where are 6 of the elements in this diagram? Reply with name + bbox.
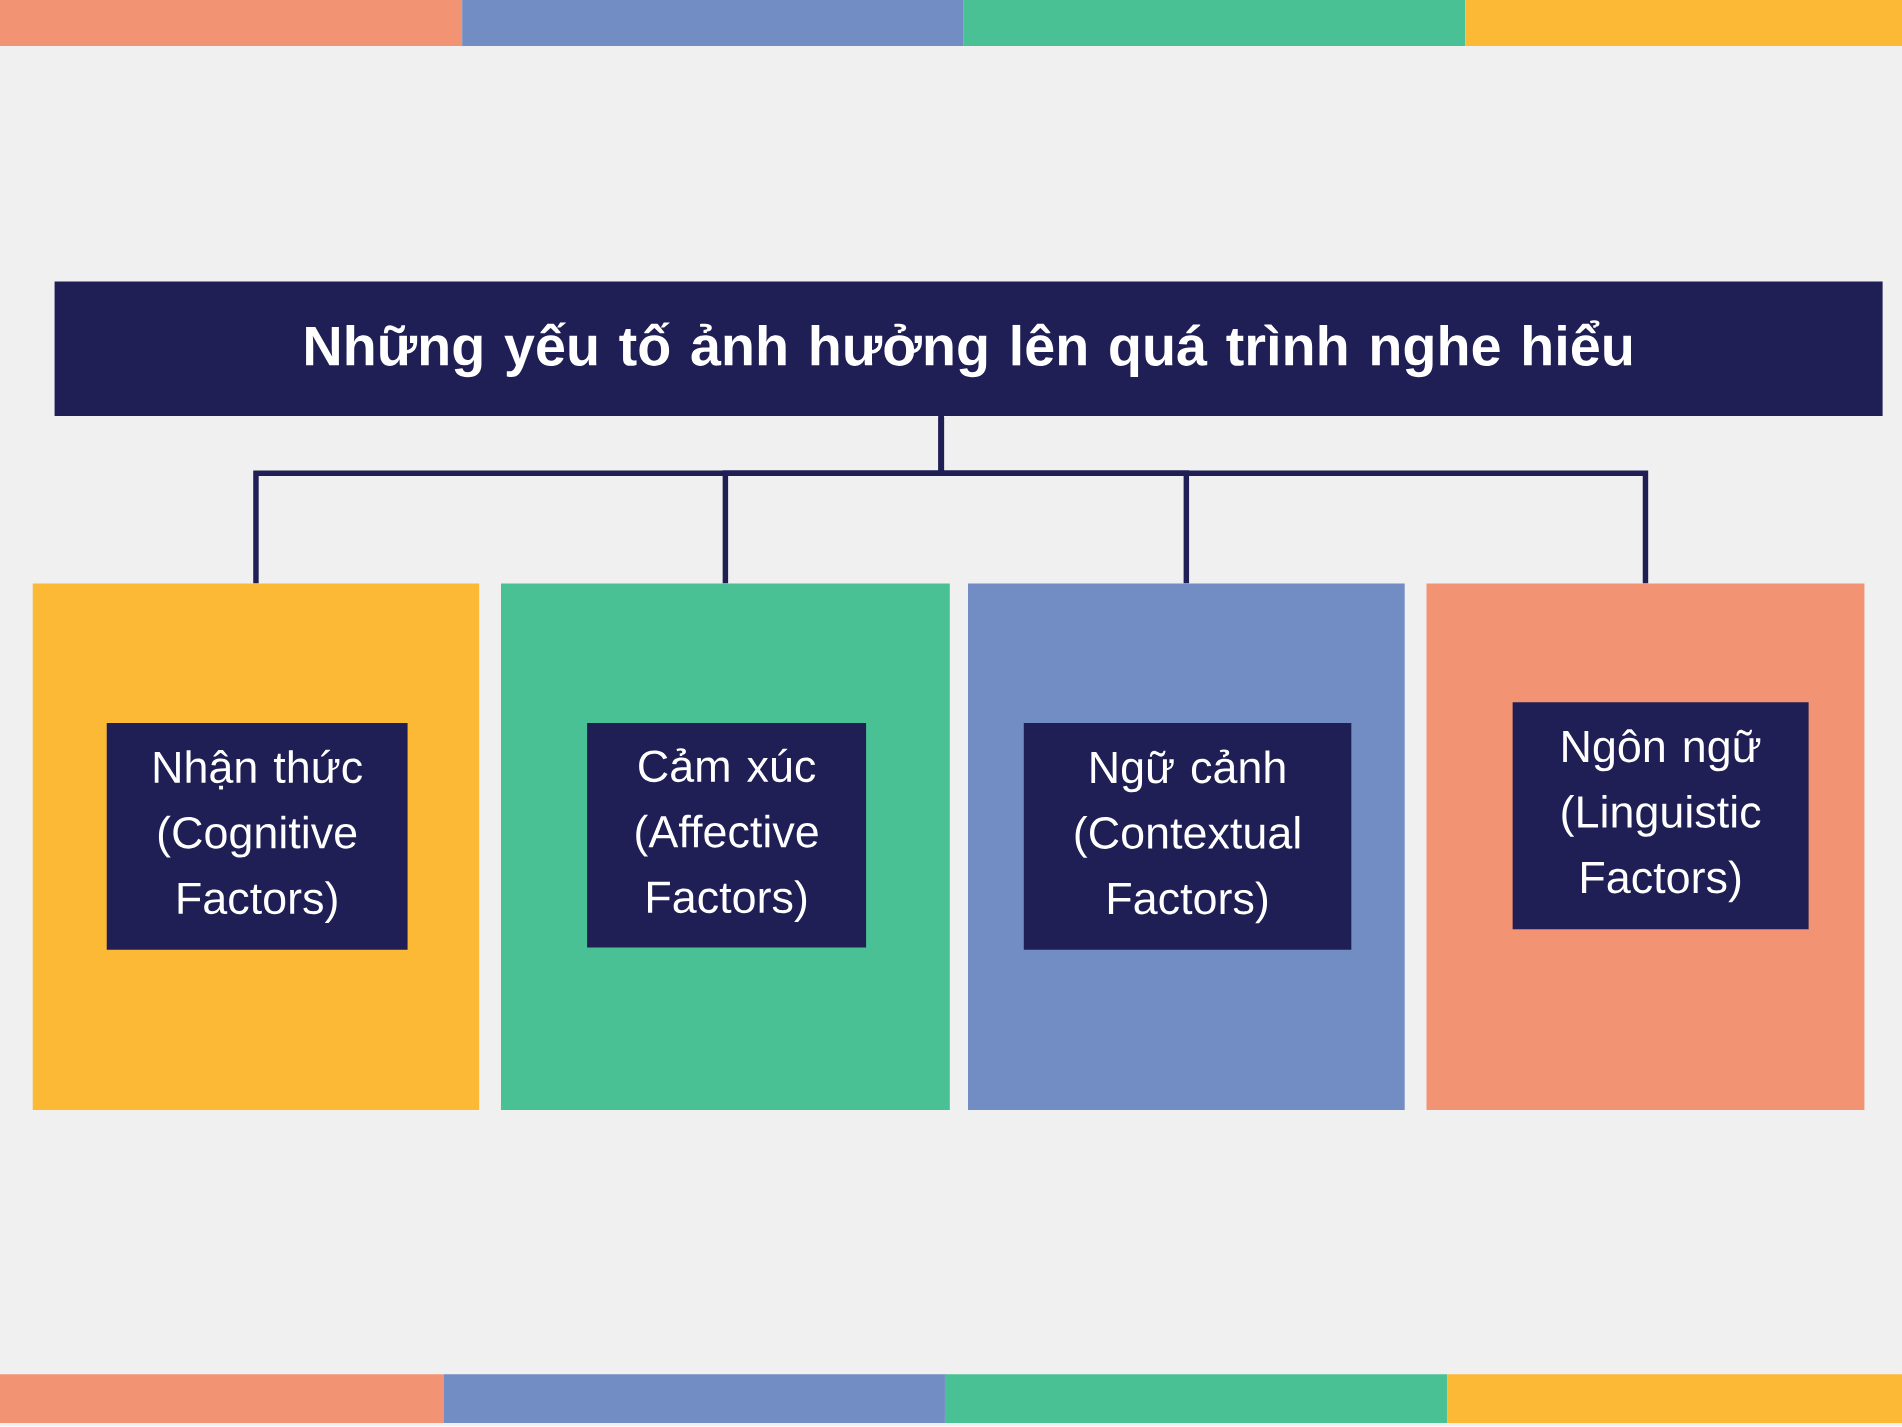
label-box: Nhận thức (Cognitive Factors) [106, 723, 408, 951]
connector-line [938, 416, 1649, 584]
label-box: Ngôn ngữ (Linguistic Factors) [1512, 702, 1809, 930]
title-box: Những yếu tố ảnh hưởng lên quá trình nghe hiểu [54, 281, 1883, 417]
label-box: Ngữ cảnh (Contextual Factors) [1023, 723, 1352, 951]
label-box: Cảm xúc (Affective Factors) [587, 723, 867, 948]
